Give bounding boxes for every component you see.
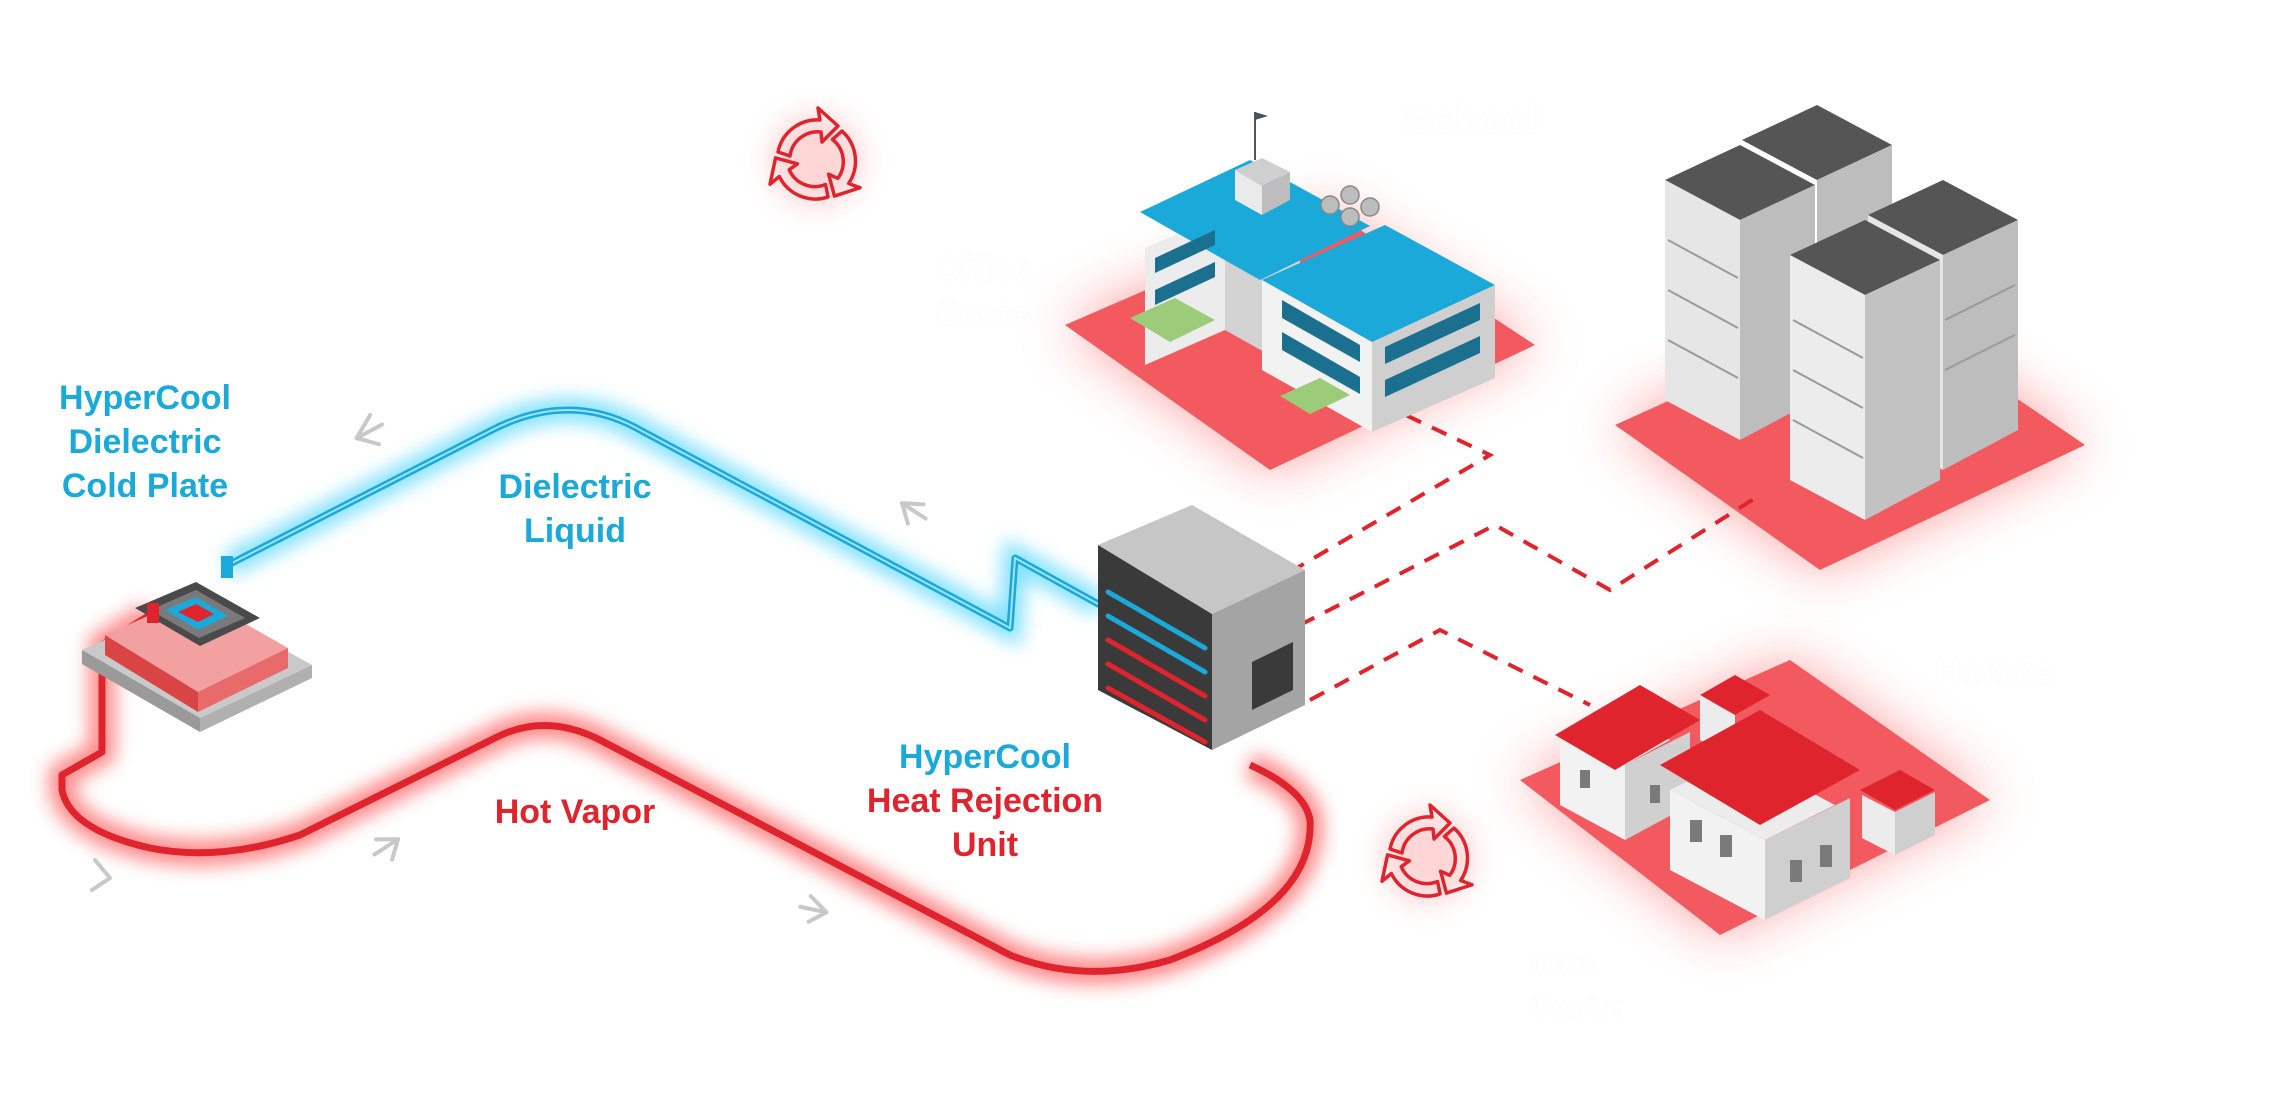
heat-rejection-brand: HyperCool — [899, 738, 1071, 776]
cold-plate-label: HyperCool Dielectric Cold Plate — [40, 376, 250, 508]
flow-arrow-icon — [90, 858, 112, 892]
school-label: School — [1405, 98, 1539, 142]
flow-arrow-icon — [354, 412, 385, 447]
flow-arrows — [90, 412, 928, 924]
heat-rejection-unit — [1098, 505, 1305, 750]
recycle-icon — [768, 106, 862, 206]
heat-distribution-lines — [1288, 408, 1762, 707]
heat-rejection-line-1: Heat Rejection — [866, 782, 1104, 820]
office-towers — [1665, 105, 2018, 520]
dielectric-liquid-line-2: Liquid — [524, 512, 626, 550]
cold-plate-chip — [82, 556, 312, 732]
houses — [1555, 675, 1935, 920]
office-label-line-2: Center — [935, 295, 1043, 333]
hot-vapor-line — [49, 603, 1324, 985]
school-building — [1130, 112, 1495, 432]
hot-vapor-text: Hot Vapor — [494, 793, 656, 831]
office-label-line-1: Office — [935, 250, 1032, 288]
flow-arrow-icon — [798, 894, 829, 924]
heat-rejection-line-2: Unit — [951, 826, 1019, 864]
dielectric-liquid-line — [222, 398, 1106, 648]
flow-arrow-icon — [372, 837, 401, 862]
cold-plate-line-3: Cold Plate — [61, 467, 229, 505]
heat-rejection-label: HyperCool Heat Rejection Unit — [840, 735, 1130, 867]
dielectric-liquid-label: Dielectric Liquid — [470, 465, 680, 553]
dielectric-liquid-line-1: Dielectric — [498, 468, 652, 506]
hot-vapor-label: Hot Vapor — [460, 790, 690, 834]
cold-plate-line-2: Dielectric — [68, 423, 222, 461]
data-center-label-line-2: Center — [1530, 990, 1626, 1023]
recycle-icon — [1380, 803, 1474, 903]
cold-plate-line-1: HyperCool — [59, 379, 231, 417]
flow-arrow-icon — [899, 501, 928, 526]
homes-label: Homes — [1935, 650, 2056, 691]
data-center-label-line-1: Data — [1530, 948, 1596, 981]
